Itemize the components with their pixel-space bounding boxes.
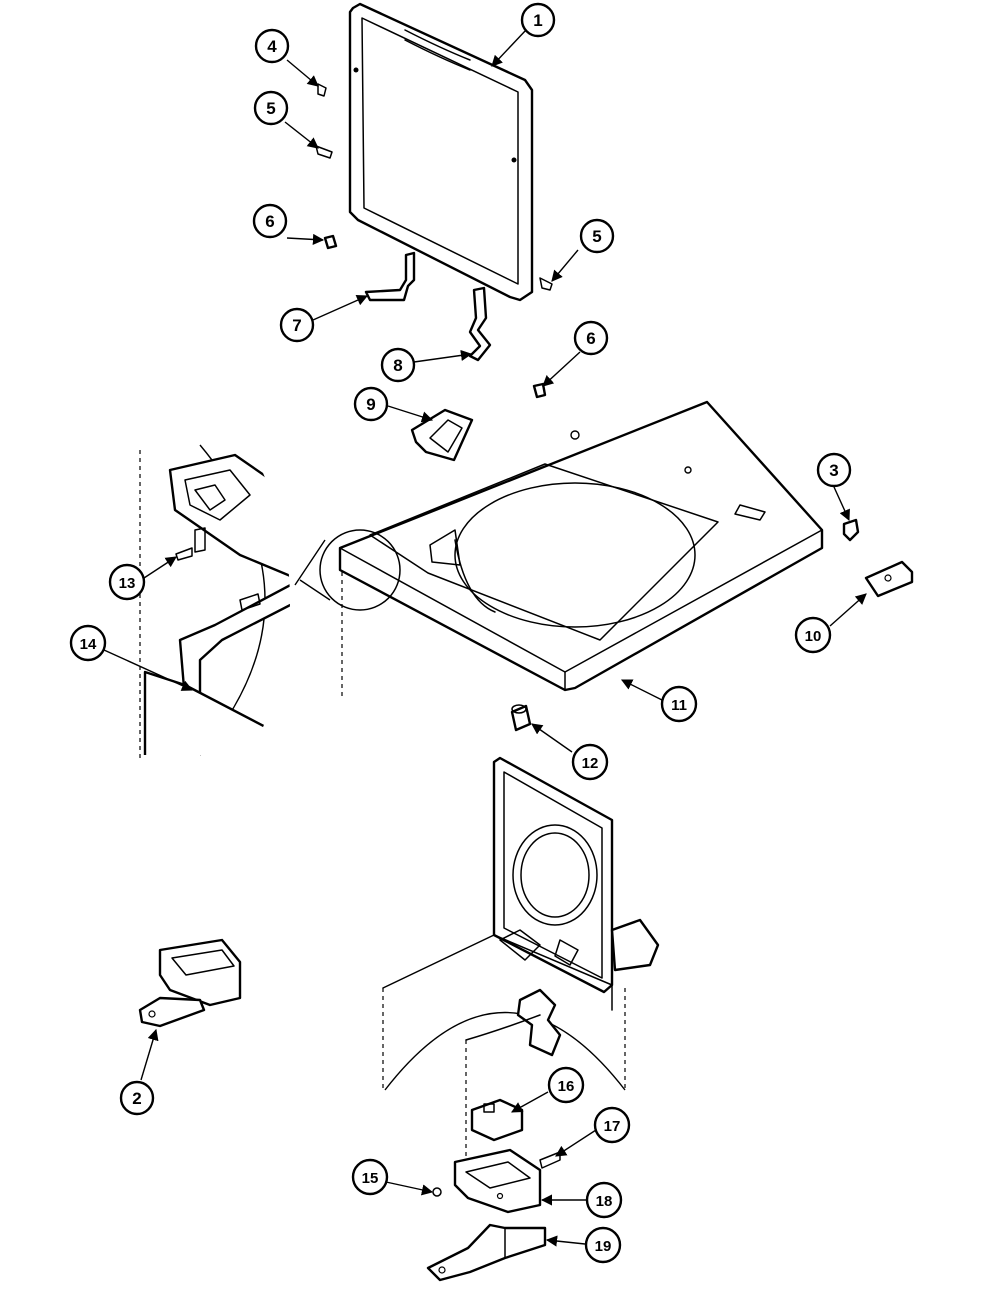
callout-12-label: 12	[582, 755, 599, 772]
callout-19-label: 19	[595, 1238, 612, 1255]
switch-bracket-2	[138, 938, 242, 1028]
callout-7-label: 7	[292, 316, 301, 335]
lid-frame	[348, 2, 534, 302]
callout-10: 10	[794, 616, 832, 654]
callout-14-label: 14	[80, 636, 97, 653]
callout-6-lower: 6	[573, 320, 609, 356]
hinge-7	[364, 251, 416, 302]
callout-12: 12	[571, 743, 609, 781]
callout-13-label: 13	[119, 575, 136, 592]
callout-5-lower-label: 5	[592, 227, 601, 246]
bracket-18	[453, 1148, 542, 1214]
cabinet-assembly	[382, 756, 660, 1091]
switch-16	[470, 1098, 524, 1142]
actuator-arm-19	[426, 1223, 547, 1282]
callout-6-upper: 6	[252, 203, 288, 239]
lid-switch-cam	[465, 988, 562, 1170]
callout-5-upper-label: 5	[266, 99, 275, 118]
callout-9: 9	[353, 386, 389, 422]
screw-17	[539, 1151, 561, 1169]
bumper-12	[510, 704, 532, 732]
callout-17-label: 17	[604, 1118, 621, 1135]
callout-15: 15	[351, 1158, 389, 1196]
callout-8: 8	[380, 347, 416, 383]
clip-6-lower	[532, 382, 547, 399]
detail-view	[139, 444, 401, 760]
screw-3	[842, 518, 860, 542]
callout-16: 16	[547, 1066, 585, 1104]
callout-8-label: 8	[393, 356, 402, 375]
callout-19: 19	[584, 1226, 622, 1264]
screw-13	[175, 547, 193, 561]
callout-7: 7	[279, 307, 315, 343]
callout-5-lower: 5	[579, 218, 615, 254]
callout-6-lower-label: 6	[586, 329, 595, 348]
callout-18: 18	[585, 1181, 623, 1219]
screw-5-lower	[539, 277, 553, 291]
callout-15-label: 15	[362, 1170, 379, 1187]
callout-16-label: 16	[558, 1078, 575, 1095]
dispenser-9	[410, 408, 474, 462]
screw-4	[317, 83, 327, 97]
callout-13: 13	[108, 563, 146, 601]
plate-10	[864, 560, 914, 598]
clip-6-upper	[323, 234, 338, 250]
callout-11-label: 11	[671, 697, 687, 714]
callout-3: 3	[816, 452, 852, 488]
callout-1-label: 1	[533, 11, 542, 30]
callout-1: 1	[520, 2, 556, 38]
callout-11: 11	[660, 685, 698, 723]
leader-lines	[103, 29, 867, 1247]
callout-5-upper: 5	[253, 90, 289, 126]
callout-10-label: 10	[805, 628, 822, 645]
screw-5-upper	[315, 145, 333, 159]
top-cover	[338, 400, 824, 692]
callout-9-label: 9	[366, 395, 375, 414]
callout-17: 17	[593, 1106, 631, 1144]
callout-4-label: 4	[267, 37, 277, 56]
hinge-8	[468, 286, 492, 362]
callout-2-label: 2	[132, 1089, 141, 1108]
screw-15	[432, 1187, 442, 1197]
callout-4: 4	[254, 28, 290, 64]
callout-3-label: 3	[829, 461, 838, 480]
callout-6-upper-label: 6	[265, 212, 274, 231]
callout-2: 2	[119, 1080, 155, 1116]
callout-18-label: 18	[596, 1193, 613, 1210]
callout-14: 14	[69, 624, 107, 662]
